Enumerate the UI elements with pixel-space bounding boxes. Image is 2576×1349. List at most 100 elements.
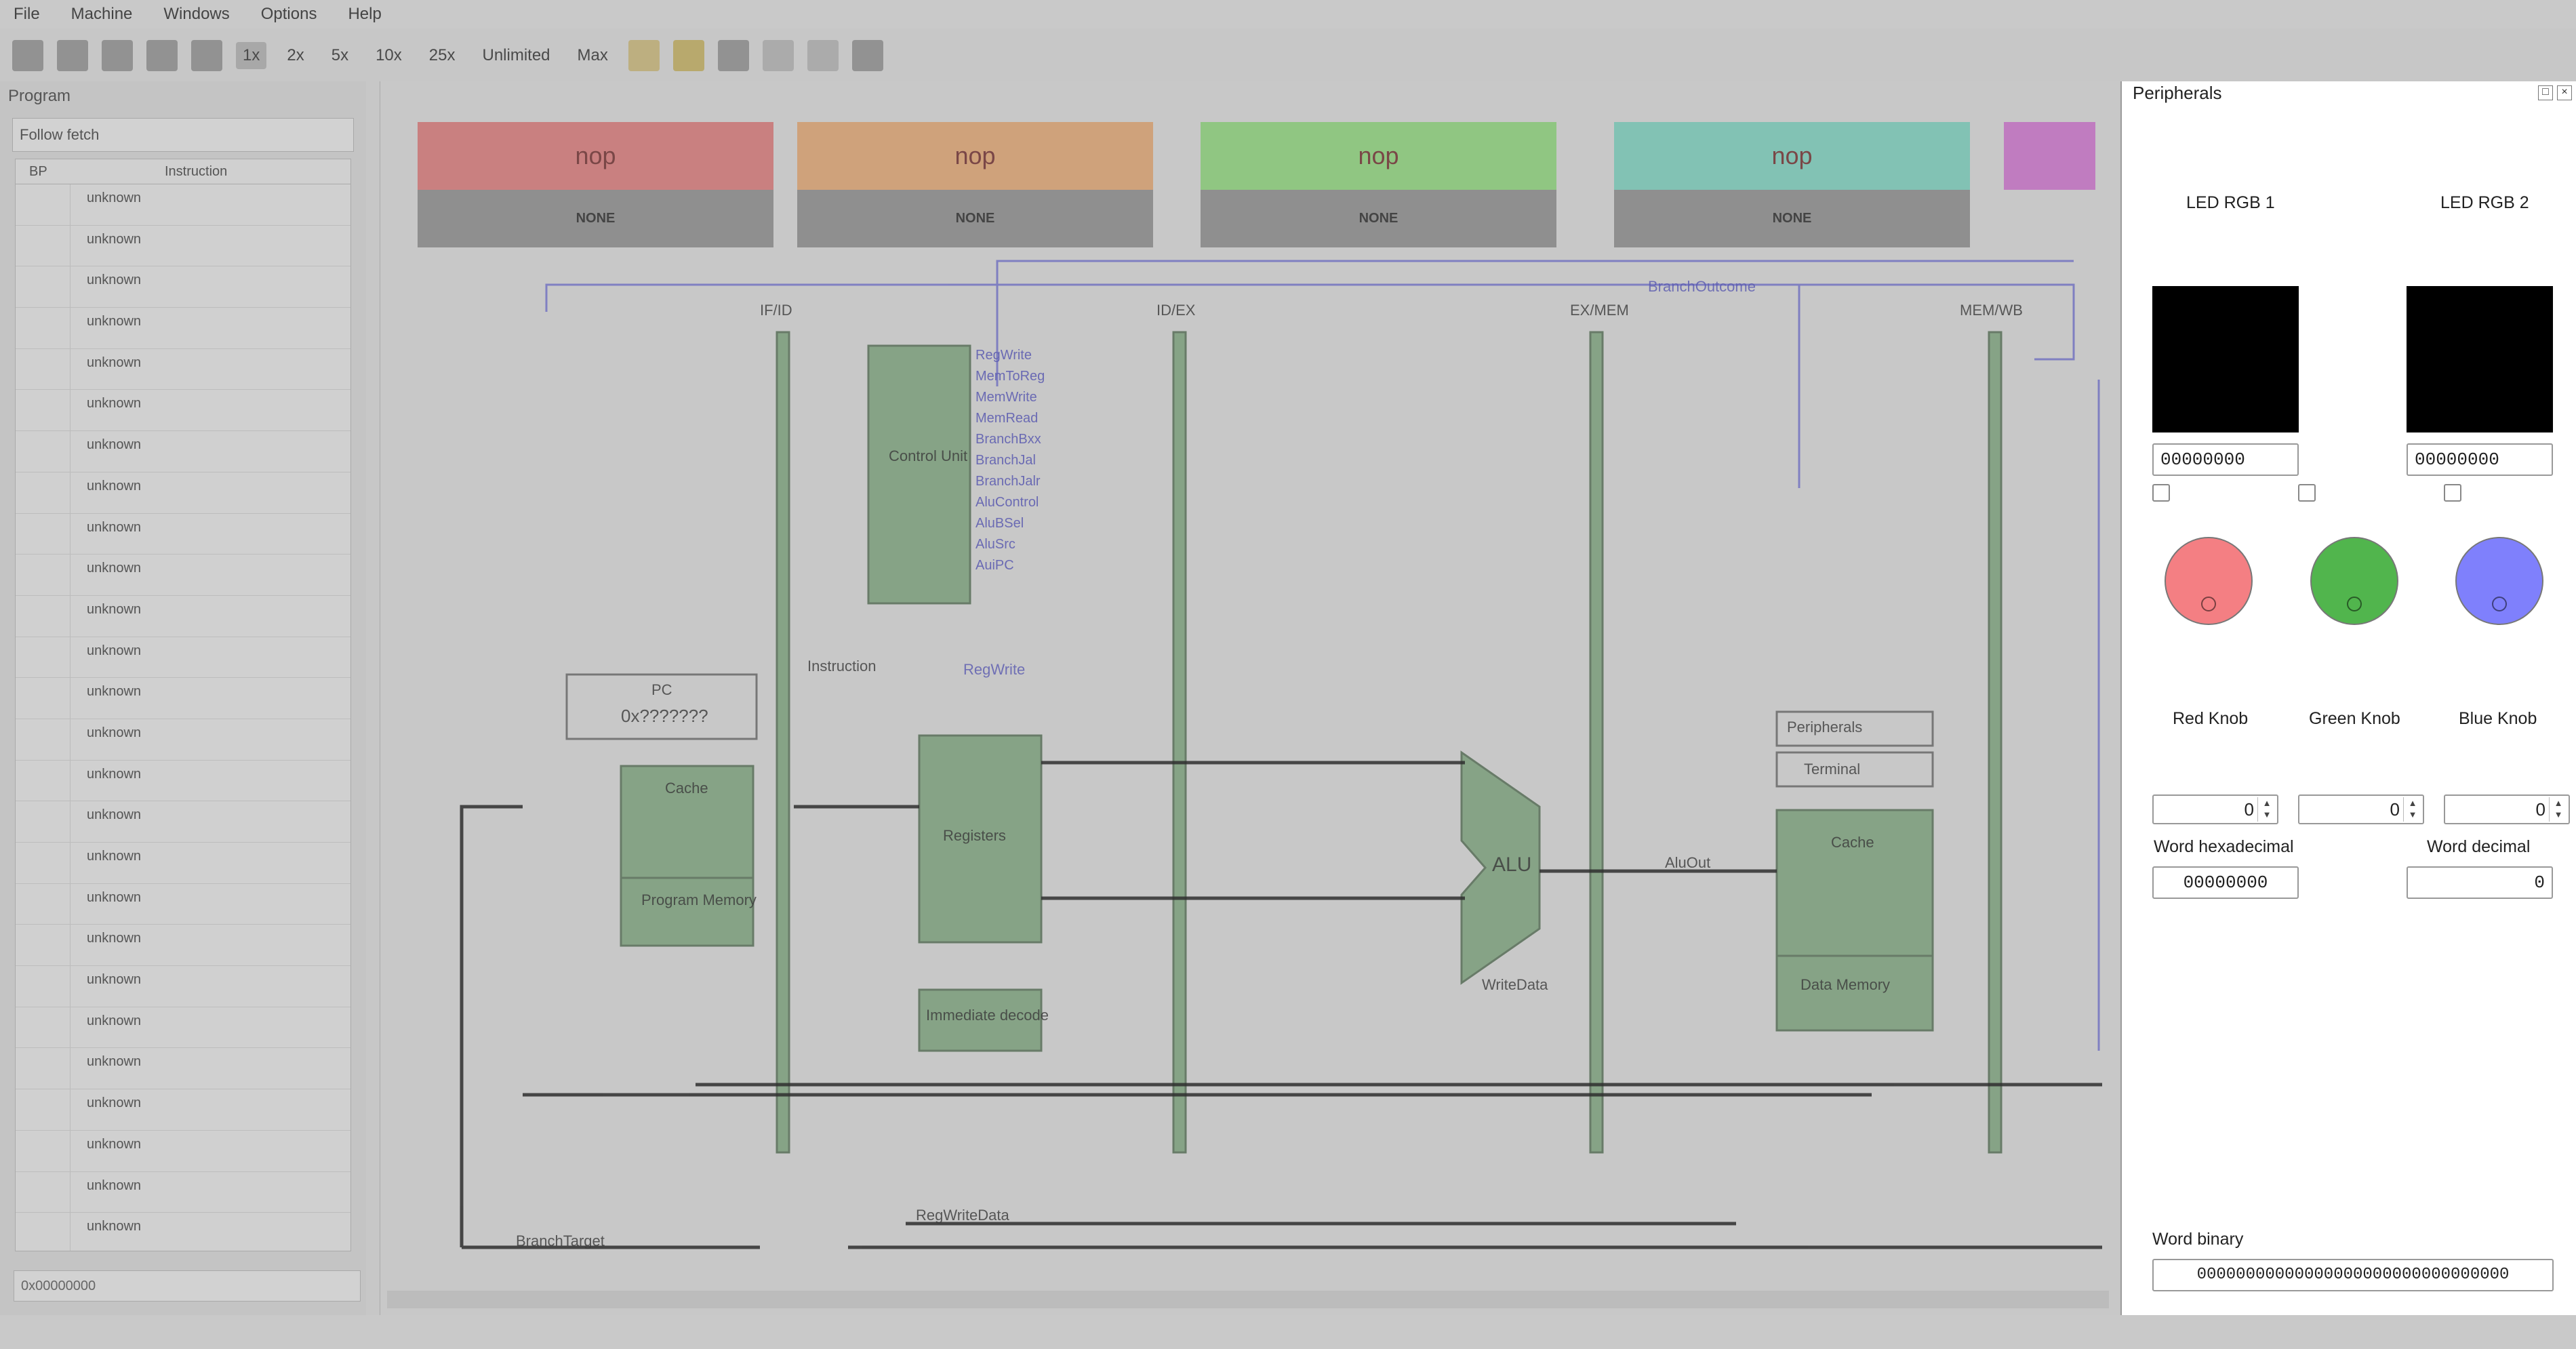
table-row[interactable]: unknown (16, 1048, 350, 1090)
save-icon[interactable] (717, 40, 749, 71)
program-address-field[interactable]: 0x00000000 (14, 1270, 361, 1302)
speed-max-button[interactable]: Max (577, 46, 608, 64)
blue-spin-arrows-icon[interactable]: ▲▼ (2549, 797, 2567, 822)
breakpoint-cell[interactable] (16, 678, 71, 719)
breakpoint-cell[interactable] (16, 801, 71, 842)
breakpoint-cell[interactable] (16, 1213, 71, 1251)
breakpoint-cell[interactable] (16, 390, 71, 431)
green-knob-spinbox[interactable]: 0 ▲▼ (2298, 794, 2424, 824)
word-hex-field[interactable]: 00000000 (2152, 866, 2299, 899)
table-row[interactable]: unknown (16, 883, 350, 925)
table-row[interactable]: unknown (16, 431, 350, 472)
menu-help[interactable]: Help (348, 5, 382, 23)
blue-knob-spinbox[interactable]: 0 ▲▼ (2444, 794, 2570, 824)
memwb-label: MEM/WB (1960, 302, 2023, 319)
table-row[interactable]: unknown (16, 801, 350, 843)
stage-wb (2004, 122, 2095, 190)
led1-checkbox[interactable] (2152, 484, 2170, 502)
breakpoint-cell[interactable] (16, 225, 71, 266)
breakpoint-cell[interactable] (16, 184, 71, 225)
green-knob[interactable] (2310, 537, 2398, 625)
speed-1x-button[interactable]: 1x (236, 42, 267, 69)
table-row[interactable]: unknown (16, 472, 350, 514)
table-row[interactable]: unknown (16, 390, 350, 432)
breakpoint-cell[interactable] (16, 966, 71, 1007)
breakpoint-cell[interactable] (16, 308, 71, 348)
breakpoint-cell[interactable] (16, 266, 71, 308)
pause-icon[interactable] (191, 40, 222, 71)
table-row[interactable]: unknown (16, 719, 350, 761)
breakpoint-cell[interactable] (16, 1007, 71, 1048)
menu-machine[interactable]: Machine (71, 5, 133, 23)
breakpoint-cell[interactable] (16, 1171, 71, 1213)
menu-options[interactable]: Options (260, 5, 317, 23)
table-row[interactable]: unknown (16, 966, 350, 1007)
breakpoint-cell[interactable] (16, 1130, 71, 1171)
horizontal-scrollbar[interactable] (387, 1291, 2109, 1308)
speed-10x-button[interactable]: 10x (376, 46, 402, 64)
breakpoint-cell[interactable] (16, 348, 71, 390)
breakpoint-cell[interactable] (16, 1048, 71, 1089)
word-dec-field[interactable]: 0 (2407, 866, 2553, 899)
breakpoint-cell[interactable] (16, 637, 71, 678)
table-row[interactable]: unknown (16, 555, 350, 596)
table-row[interactable]: unknown (16, 595, 350, 637)
menu-file[interactable]: File (14, 5, 40, 23)
breakpoint-cell[interactable] (16, 513, 71, 555)
float-icon[interactable]: □ (2538, 85, 2553, 100)
breakpoint-cell[interactable] (16, 555, 71, 595)
breakpoint-cell[interactable] (16, 843, 71, 883)
speed-25x-button[interactable]: 25x (428, 46, 456, 64)
reload-icon[interactable] (57, 40, 88, 71)
table-row[interactable]: unknown (16, 308, 350, 349)
table-row[interactable]: unknown (16, 843, 350, 884)
compile-icon[interactable] (807, 40, 839, 71)
red-knob-spinbox[interactable]: 0 ▲▼ (2152, 794, 2278, 824)
breakpoint-cell[interactable] (16, 719, 71, 760)
follow-select[interactable]: Follow fetch (12, 118, 354, 152)
table-row[interactable]: unknown (16, 225, 350, 267)
breakpoint-cell[interactable] (16, 472, 71, 513)
led2-checkbox[interactable] (2444, 484, 2461, 502)
breakpoint-cell[interactable] (16, 595, 71, 637)
red-spin-arrows-icon[interactable]: ▲▼ (2257, 797, 2276, 822)
open-folder-icon[interactable] (672, 40, 704, 71)
table-row[interactable]: unknown (16, 925, 350, 967)
table-row[interactable]: unknown (16, 1171, 350, 1213)
blue-knob[interactable] (2455, 537, 2543, 625)
breakpoint-cell[interactable] (16, 760, 71, 801)
close-file-icon[interactable] (762, 40, 794, 71)
middle-checkbox[interactable] (2298, 484, 2316, 502)
close-icon[interactable]: × (2557, 85, 2572, 100)
table-row[interactable]: unknown (16, 184, 350, 226)
speed-unlimited-button[interactable]: Unlimited (482, 46, 550, 64)
run-icon[interactable] (146, 40, 178, 71)
tag-icon[interactable] (851, 40, 883, 71)
step-icon[interactable] (102, 40, 133, 71)
table-row[interactable]: unknown (16, 1089, 350, 1131)
speed-2x-button[interactable]: 2x (287, 46, 304, 64)
table-row[interactable]: unknown (16, 760, 350, 802)
green-spin-arrows-icon[interactable]: ▲▼ (2403, 797, 2421, 822)
table-row[interactable]: unknown (16, 513, 350, 555)
word-bin-field[interactable]: 00000000000000000000000000000000 (2152, 1259, 2554, 1291)
table-row[interactable]: unknown (16, 1130, 350, 1172)
breakpoint-cell[interactable] (16, 925, 71, 966)
breakpoint-cell[interactable] (16, 1089, 71, 1130)
table-row[interactable]: unknown (16, 1007, 350, 1049)
table-row[interactable]: unknown (16, 678, 350, 719)
led1-value-field[interactable]: 00000000 (2152, 443, 2299, 476)
new-machine-icon[interactable] (12, 40, 43, 71)
menu-windows[interactable]: Windows (163, 5, 230, 23)
new-file-icon[interactable] (628, 40, 660, 71)
led2-value-field[interactable]: 00000000 (2407, 443, 2553, 476)
table-row[interactable]: unknown (16, 637, 350, 679)
breakpoint-cell[interactable] (16, 431, 71, 472)
breakpoint-cell[interactable] (16, 883, 71, 925)
table-row[interactable]: unknown (16, 1213, 350, 1251)
red-knob[interactable] (2165, 537, 2253, 625)
speed-5x-button[interactable]: 5x (331, 46, 349, 64)
table-row[interactable]: unknown (16, 348, 350, 390)
mem-wb-register (1988, 331, 2003, 1154)
table-row[interactable]: unknown (16, 266, 350, 308)
